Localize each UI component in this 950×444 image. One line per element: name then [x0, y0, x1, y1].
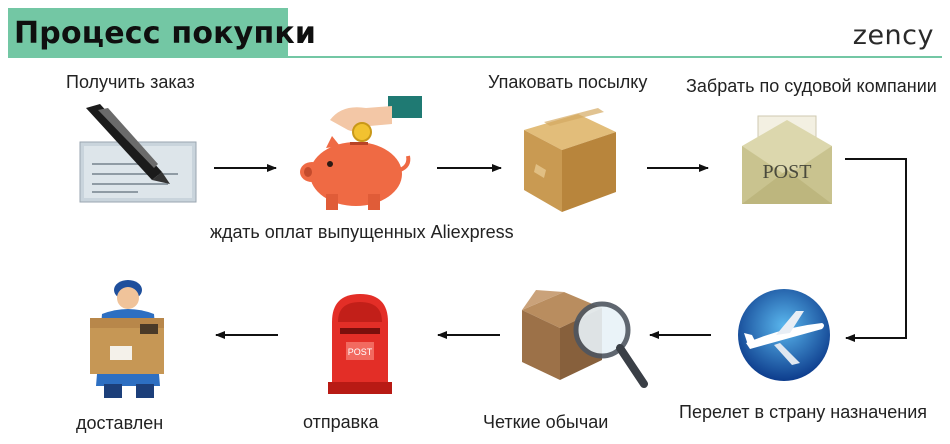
title-underline	[288, 56, 942, 58]
courier-with-package-icon	[80, 274, 178, 398]
arrow-4-to-5	[845, 158, 907, 342]
mailbox-post-text: POST	[348, 347, 373, 357]
magnifier-box-icon	[516, 284, 650, 392]
step-label-pack-parcel: Упаковать посылку	[488, 72, 648, 92]
title-banner: Процесс покупки	[8, 8, 316, 58]
signing-check-icon	[78, 102, 198, 206]
step-label-flight: Перелет в страну назначения	[679, 402, 927, 422]
page-title: Процесс покупки	[14, 15, 317, 51]
step-label-get-order: Получить заказ	[66, 72, 195, 92]
brand-logo: zency	[852, 20, 934, 51]
step-label-dispatch: отправка	[303, 412, 379, 432]
airplane-icon	[736, 287, 832, 383]
piggy-bank-icon	[296, 96, 422, 212]
step-label-delivered: доставлен	[76, 413, 164, 433]
step-label-carrier-pickup: Забрать по судовой компании	[686, 76, 937, 96]
step-label-customs: Четкие обычаи	[483, 412, 609, 432]
post-envelope-icon: POST	[738, 112, 836, 208]
envelope-post-text: POST	[763, 161, 812, 183]
cardboard-box-icon	[516, 108, 622, 216]
red-mailbox-icon: POST	[328, 292, 392, 394]
step-label-await-payment: ждать оплат выпущенных Aliexpress	[210, 222, 514, 242]
